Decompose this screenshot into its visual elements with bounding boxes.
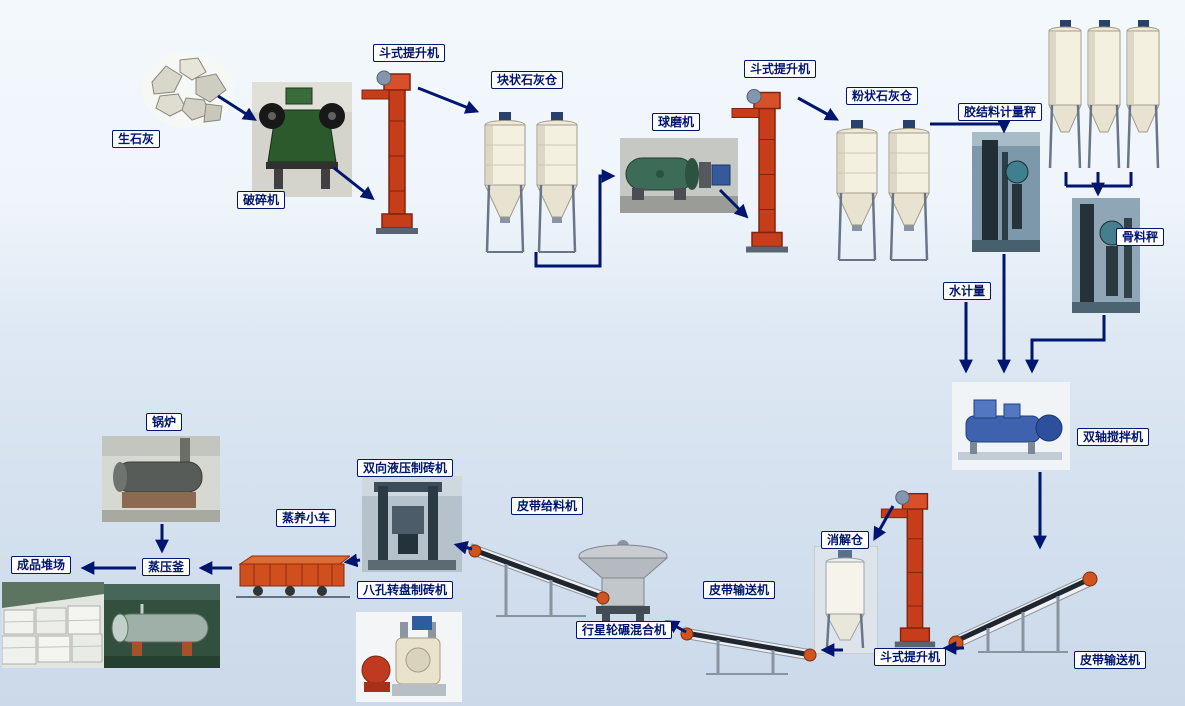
steam-curing-trolley-image bbox=[236, 548, 350, 606]
arrow-aggregate-scale-to-mixer bbox=[1025, 315, 1106, 374]
boiler-image bbox=[102, 436, 220, 522]
finished-product-yard-image bbox=[2, 582, 104, 668]
label-digestion-silo: 消解仓 bbox=[821, 531, 870, 549]
arrow-brick-machine-to-trolley bbox=[343, 553, 361, 568]
silo-manifold-lines bbox=[1064, 172, 1133, 188]
binder-metering-scale-image bbox=[972, 132, 1040, 252]
aggregate-silos-image bbox=[1048, 20, 1163, 178]
arrow-powder-silo-to-binder-scale bbox=[930, 119, 1011, 134]
arrow-quicklime-to-crusher bbox=[217, 94, 257, 121]
twin-shaft-mixer-image bbox=[952, 382, 1070, 470]
label-twin-shaft-mixer: 双轴搅拌机 bbox=[1077, 428, 1150, 446]
label-ball-mill: 球磨机 bbox=[652, 113, 701, 131]
label-bucket-elevator-2: 斗式提升机 bbox=[744, 60, 817, 78]
label-belt-feeder: 皮带给料机 bbox=[511, 497, 584, 515]
arrow-crusher-to-elevator1 bbox=[333, 166, 375, 201]
arrow-feeder-to-brick-machine bbox=[453, 540, 473, 555]
autoclave-image bbox=[102, 584, 220, 668]
digestion-silo-image bbox=[814, 546, 878, 654]
lump-lime-silo-image bbox=[484, 112, 580, 264]
arrow-ball-mill-to-elevator2 bbox=[718, 188, 749, 219]
label-belt-conveyor-right: 皮带输送机 bbox=[1074, 651, 1147, 669]
label-aggregate-scale: 骨料秤 bbox=[1116, 228, 1165, 246]
label-planetary-mill-mixer: 行星轮碾混合机 bbox=[576, 621, 673, 639]
label-bucket-elevator-3: 斗式提升机 bbox=[874, 648, 947, 666]
planetary-mill-mixer-image bbox=[572, 536, 674, 628]
label-boiler: 锅炉 bbox=[146, 413, 183, 431]
label-belt-conveyor-mid: 皮带输送机 bbox=[703, 581, 776, 599]
label-finished-product-yard: 成品堆场 bbox=[11, 556, 72, 574]
bucket-elevator-1-image bbox=[360, 66, 432, 241]
label-lump-lime-silo: 块状石灰仓 bbox=[491, 71, 564, 89]
belt-conveyor-mid-image bbox=[678, 602, 820, 680]
bucket-elevator-2-image bbox=[730, 82, 802, 262]
arrow-lump-silo-to-ball-mill bbox=[534, 169, 616, 268]
ball-mill-image bbox=[620, 138, 738, 213]
label-rotary-disc-brick-machine: 八孔转盘制砖机 bbox=[357, 581, 454, 599]
bucket-elevator-3-image bbox=[876, 486, 952, 654]
label-bucket-elevator-1: 斗式提升机 bbox=[373, 44, 446, 62]
label-powder-lime-silo: 粉状石灰仓 bbox=[846, 87, 919, 105]
label-water-metering: 水计量 bbox=[943, 282, 992, 300]
label-hydraulic-brick-machine: 双向液压制砖机 bbox=[357, 459, 454, 477]
label-steam-curing-trolley: 蒸养小车 bbox=[276, 509, 337, 527]
quicklime-rocks-image bbox=[140, 48, 235, 130]
arrow-elevator2-to-powder-silo bbox=[797, 96, 840, 121]
belt-feeder-image bbox=[466, 526, 618, 622]
label-binder-metering-scale: 胶结料计量秤 bbox=[958, 103, 1043, 121]
label-quicklime: 生石灰 bbox=[112, 130, 161, 148]
powder-lime-silo-image bbox=[834, 120, 934, 272]
jaw-crusher-image bbox=[252, 82, 352, 197]
label-autoclave: 蒸压釜 bbox=[142, 558, 191, 576]
arrow-elevator3-to-digestion-silo bbox=[873, 505, 895, 542]
rotary-disc-brick-machine-image bbox=[356, 612, 462, 702]
label-crusher: 破碎机 bbox=[237, 191, 286, 209]
arrow-elevator1-to-lump-silo bbox=[417, 86, 480, 114]
hydraulic-brick-machine-image bbox=[362, 476, 462, 572]
aggregate-scale-image bbox=[1072, 198, 1140, 313]
